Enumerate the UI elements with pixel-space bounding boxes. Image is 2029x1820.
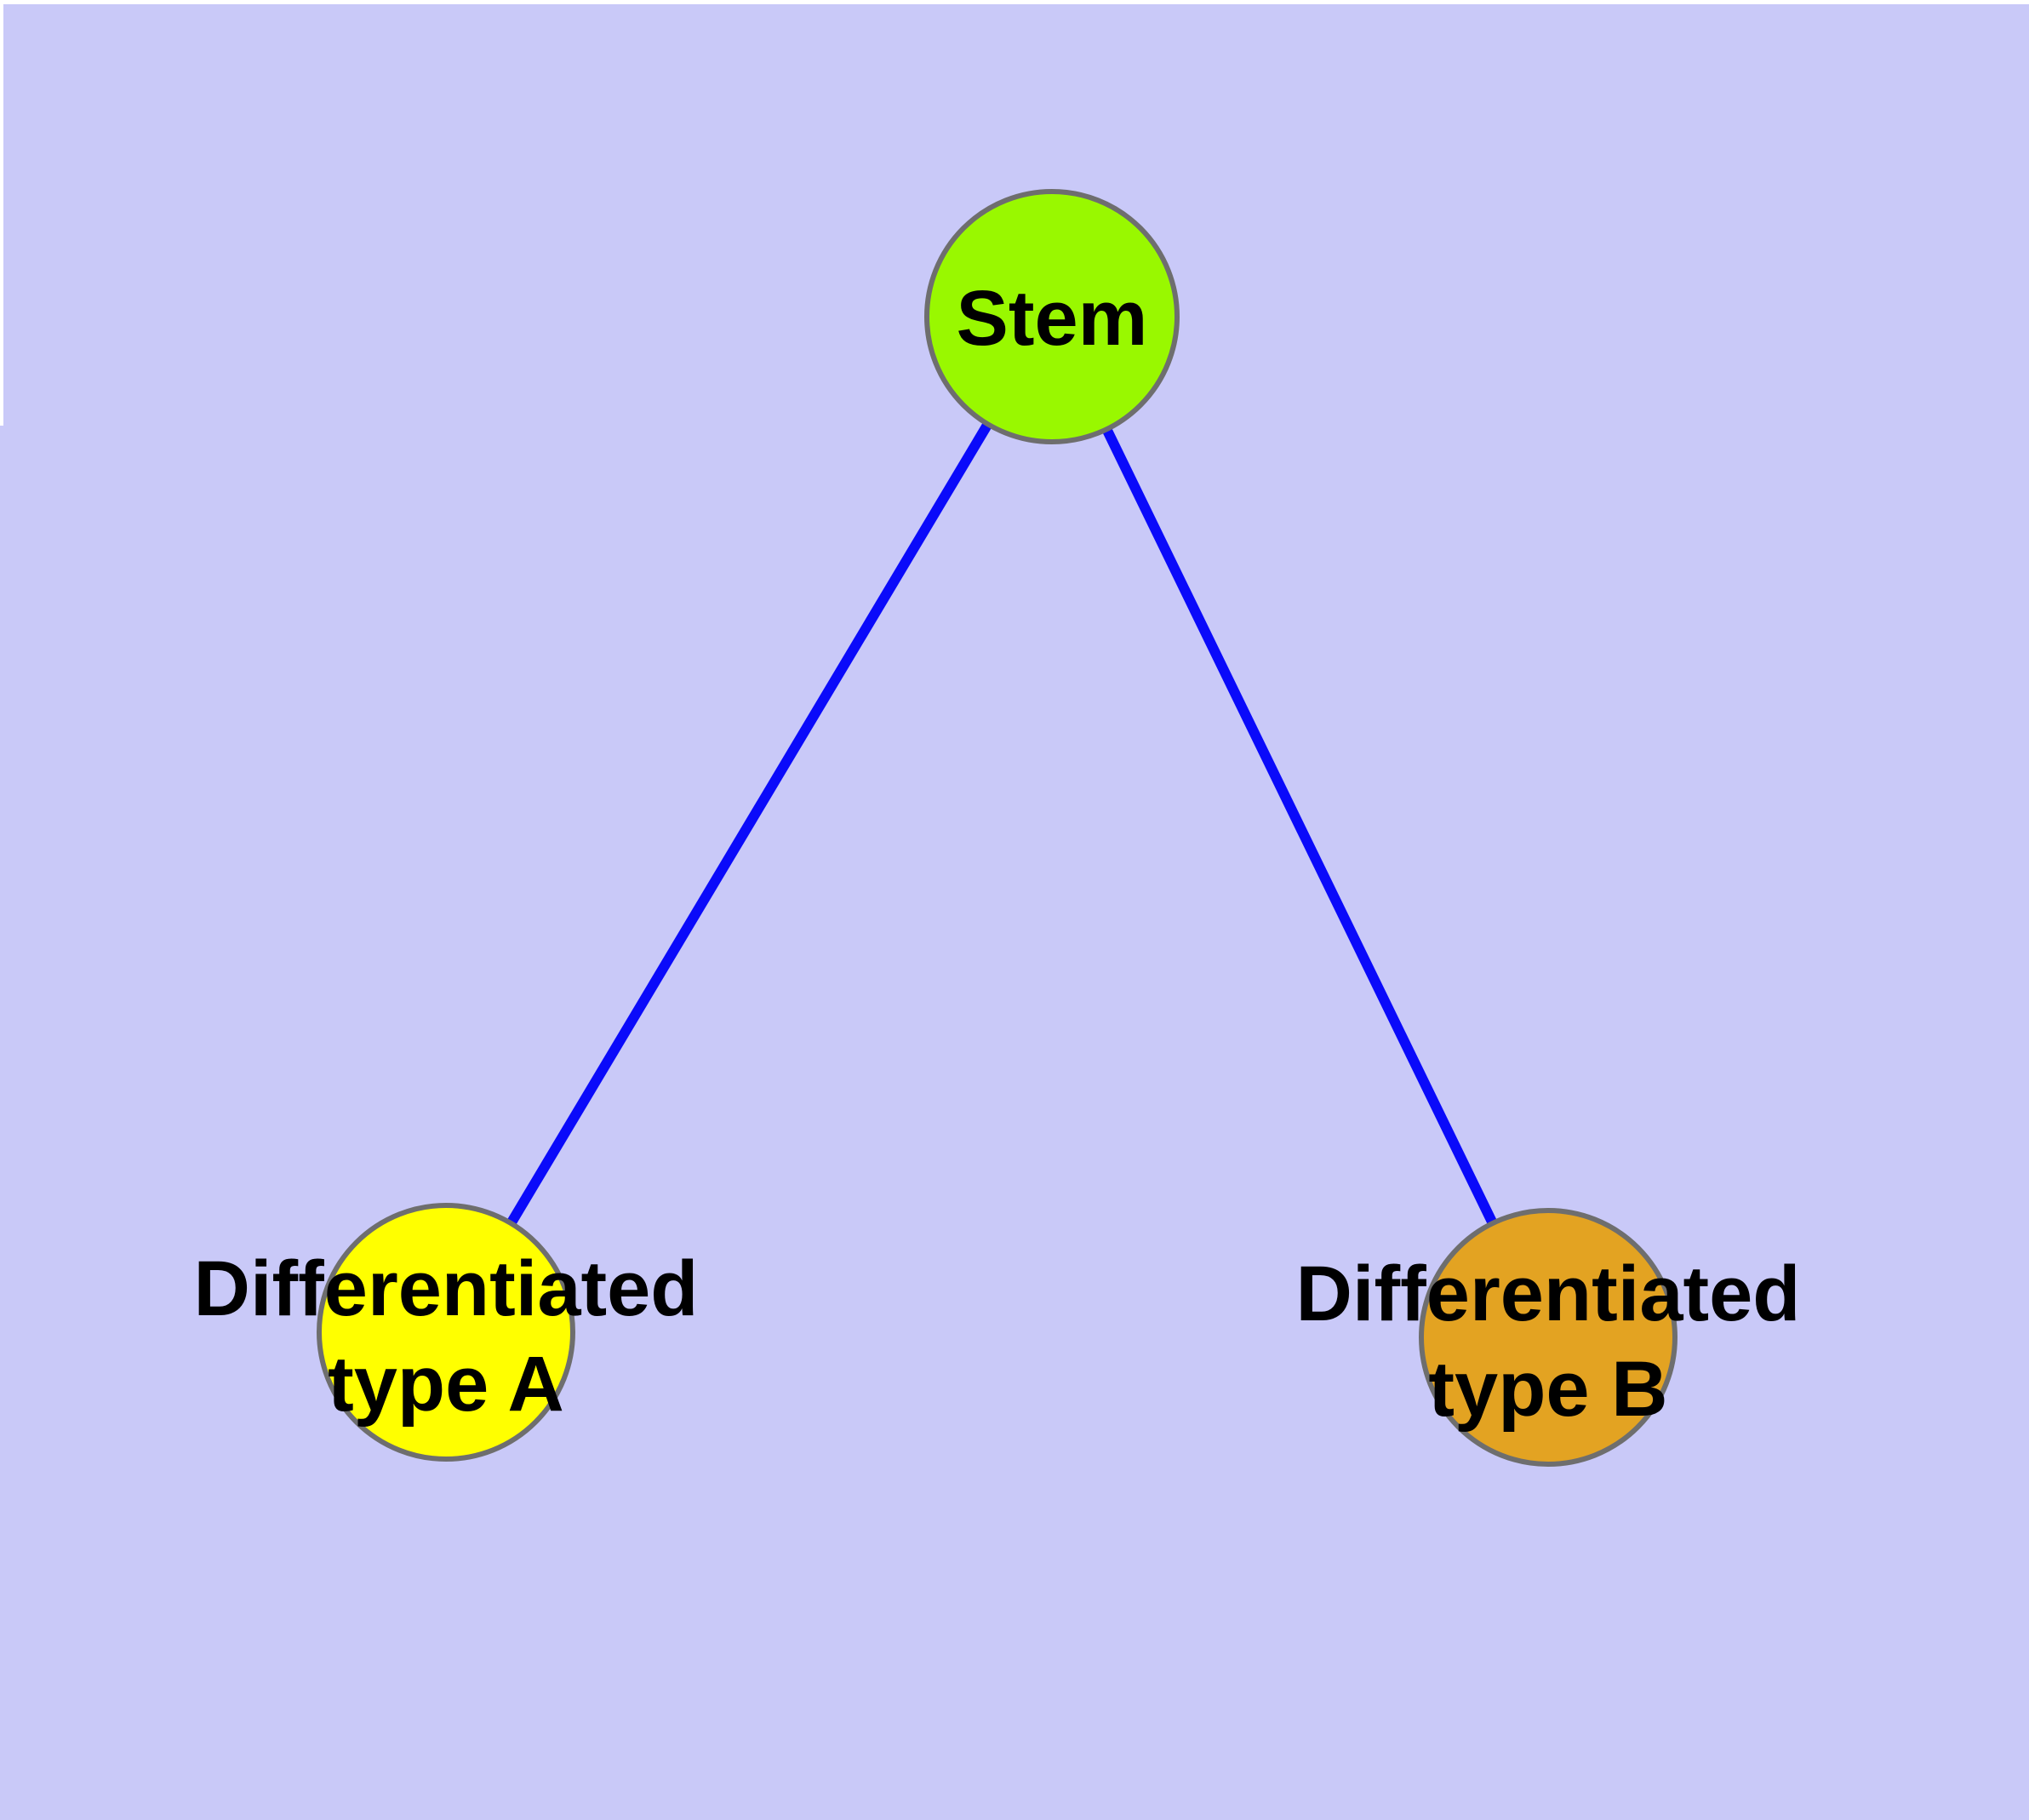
page-margin-left xyxy=(0,0,3,426)
node-differentiated-type-a[interactable] xyxy=(317,1203,575,1462)
node-stem[interactable] xyxy=(924,189,1180,444)
node-differentiated-type-b[interactable] xyxy=(1419,1208,1677,1467)
edge-stem-to-type-a xyxy=(441,313,1057,1336)
page-margin-top xyxy=(0,0,2029,4)
edge-stem-to-type-b xyxy=(1047,314,1553,1340)
